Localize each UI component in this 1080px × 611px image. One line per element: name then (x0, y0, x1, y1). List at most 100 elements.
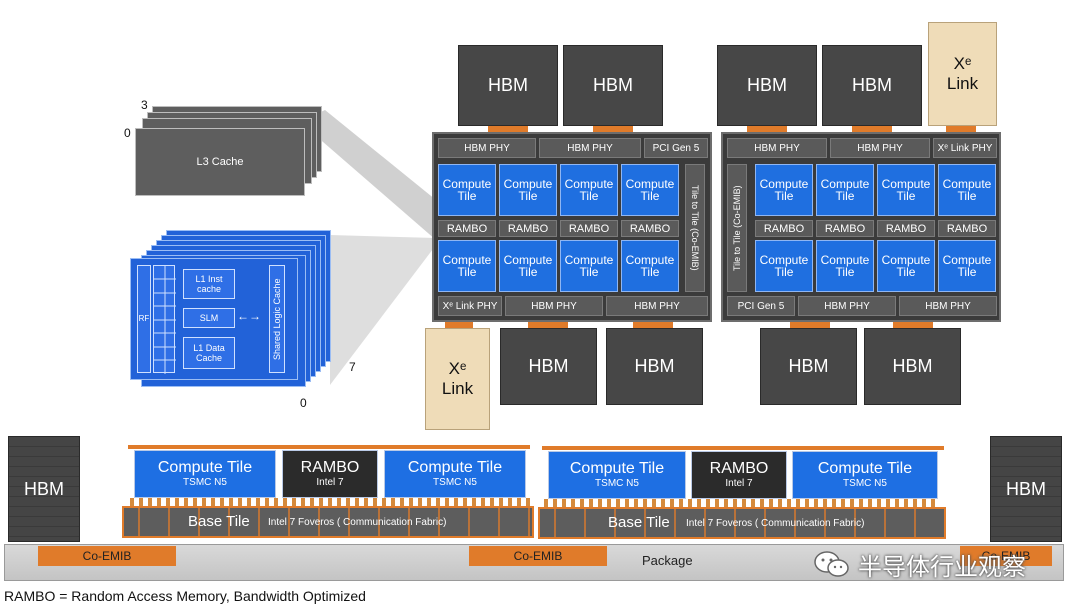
compute-tile-label: Compute Tile (503, 177, 553, 203)
pcie-label: PCI Gen 5 (652, 142, 700, 154)
compute-tile: Compute Tile (938, 164, 996, 216)
xe-link-label: Link (946, 74, 979, 93)
hbm-label: HBM (634, 356, 675, 376)
l3-stack-top-index: 3 (141, 98, 148, 112)
rambo-label: RAMBO (507, 222, 549, 235)
microbump-row (130, 498, 530, 506)
eu-grid-lines (154, 266, 176, 374)
l3-cache-card: L3 Cache (135, 128, 305, 196)
l1-data-label: L1 Data Cache (193, 343, 225, 363)
watermark: 半导体行业观察 (812, 547, 1068, 581)
rambo-cache: RAMBO (755, 220, 813, 237)
compute-tile: Compute Tile (816, 164, 874, 216)
compute-tile-label: Compute Tile (759, 253, 809, 279)
compute-tile: Compute Tile (877, 240, 935, 292)
compute-tile-die: Compute Tile TSMC N5 (792, 451, 938, 499)
package-label: Package (642, 553, 693, 568)
base-tile-label: Base Tile (608, 514, 670, 531)
rambo-die: RAMBO Intel 7 (282, 450, 378, 498)
rambo-cache: RAMBO (621, 220, 679, 237)
hbm-phy: HBM PHY (727, 138, 827, 158)
hbm-stack: HBM (458, 45, 558, 126)
compute-tile-die: Compute Tile TSMC N5 (384, 450, 526, 498)
tile-process: TSMC N5 (843, 478, 887, 489)
compute-tile: Compute Tile (938, 240, 996, 292)
tile-process: TSMC N5 (433, 477, 477, 488)
l1-inst-cache: L1 Inst cache (183, 269, 235, 299)
hbm-label: HBM (788, 356, 829, 376)
compute-tile-label: Compute Tile (881, 177, 931, 203)
tile-title: RAMBO (709, 460, 769, 477)
compute-tile-die: Compute Tile TSMC N5 (134, 450, 276, 498)
compute-tile: Compute Tile (499, 164, 557, 216)
rambo-label: RAMBO (885, 222, 927, 235)
base-tile-label: Base Tile (188, 513, 250, 530)
hbm-stack: HBM (606, 328, 703, 405)
compute-tile-label: Compute Tile (442, 253, 492, 279)
hbm-label: HBM (892, 356, 933, 376)
tile-to-tile-label: Tile to Tile (Co-EMIB) (690, 185, 700, 271)
rambo-label: RAMBO (824, 222, 866, 235)
hbm-phy-label: HBM PHY (857, 142, 903, 154)
footnote: RAMBO = Random Access Memory, Bandwidth … (4, 588, 366, 604)
tsv-pattern (540, 509, 944, 537)
tile-process: TSMC N5 (595, 478, 639, 489)
hbm-stack: HBM (760, 328, 857, 405)
tile-process: Intel 7 (725, 478, 753, 489)
tile-title: Compute Tile (817, 460, 913, 477)
xe-link-chiplet: Xᵉ Link (928, 22, 997, 126)
co-emib-label: Co-EMIB (513, 549, 563, 563)
emib-pad (593, 126, 633, 134)
tile-process: Intel 7 (316, 477, 344, 488)
slm: SLM (183, 308, 235, 328)
xe-link-label: Xᵉ (448, 359, 467, 378)
co-emib-bridge: Co-EMIB (960, 546, 1052, 566)
xe-link-phy-label: Xᵉ Link PHY (442, 300, 498, 312)
watermark-text: 半导体行业观察 (858, 552, 1026, 581)
compute-tile: Compute Tile (438, 164, 496, 216)
l3-stack-bottom-index: 0 (124, 126, 131, 140)
xe-stack-top-index: 7 (349, 360, 356, 374)
co-emib-label: Co-EMIB (981, 549, 1031, 563)
xe-core-card: RF L1 Inst cache SLM ←→ L1 Data Cache Sh… (130, 258, 298, 380)
compute-tile-label: Compute Tile (942, 177, 992, 203)
hbm-label: HBM (24, 478, 64, 499)
slm-label: SLM (199, 313, 219, 323)
rambo-label: RAMBO (946, 222, 988, 235)
base-tile: Base Tile Intel 7 Foveros ( Communicatio… (538, 507, 946, 539)
compute-tile: Compute Tile (621, 164, 679, 216)
xe-link-phy: Xᵉ Link PHY (438, 296, 502, 316)
compute-tile-label: Compute Tile (820, 177, 870, 203)
hbm-phy-label: HBM PHY (925, 300, 971, 312)
rambo-cache: RAMBO (816, 220, 874, 237)
hbm-label: HBM (593, 75, 633, 95)
xe-stack-bottom-index: 0 (300, 396, 307, 410)
co-emib-label: Co-EMIB (82, 549, 132, 563)
tile-title: RAMBO (300, 459, 360, 476)
bidirectional-arrow-icon: ←→ (237, 309, 261, 323)
hbm-stack: HBM (500, 328, 597, 405)
base-tile: Base Tile Intel 7 Foveros ( Communicatio… (122, 506, 534, 538)
hbm-phy-label: HBM PHY (634, 300, 680, 312)
base-tile-process: Intel 7 Foveros ( Communication Fabric) (686, 518, 865, 529)
emib-pad (633, 322, 673, 330)
emib-pad (946, 126, 976, 134)
compute-tile: Compute Tile (816, 240, 874, 292)
hbm-phy-label: HBM PHY (754, 142, 800, 154)
compute-tile: Compute Tile (621, 240, 679, 292)
compute-tile: Compute Tile (499, 240, 557, 292)
rambo-cache: RAMBO (877, 220, 935, 237)
rambo-label: RAMBO (629, 222, 671, 235)
hbm-stack: HBM (864, 328, 961, 405)
hbm-phy: HBM PHY (539, 138, 641, 158)
hbm-phy-label: HBM PHY (531, 300, 577, 312)
shared-logic-cache: Shared Logic Cache (269, 265, 285, 373)
emib-pad (445, 322, 473, 330)
eu-grid (153, 265, 176, 374)
compute-tile: Compute Tile (877, 164, 935, 216)
compute-tile-label: Compute Tile (881, 253, 931, 279)
rambo-label: RAMBO (568, 222, 610, 235)
compute-tile: Compute Tile (560, 164, 618, 216)
tile-to-tile-emib: Tile to Tile (Co-EMIB) (685, 164, 705, 292)
